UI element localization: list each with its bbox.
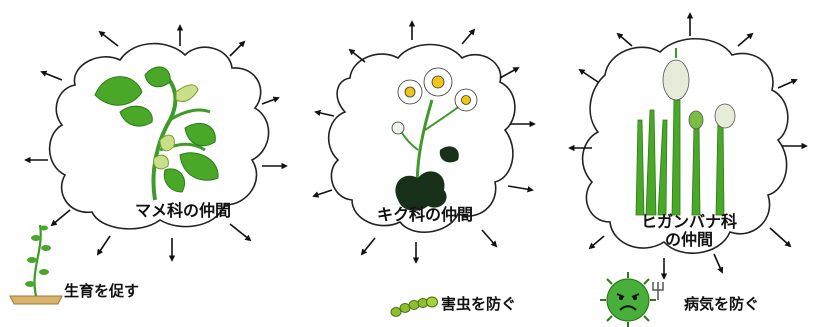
pest-effect-label: 害虫を防ぐ (441, 295, 517, 313)
amaryllis-arrows (568, 12, 808, 280)
onion-flower-heads (662, 48, 736, 130)
legume-arrows (24, 24, 288, 262)
growth-effect-label: 生育を促す (64, 282, 140, 300)
chrysanthemum-flower (391, 67, 478, 135)
amaryllis-label-line1: ヒガンバナ科 (640, 212, 737, 231)
onion-plant-icon (635, 48, 736, 216)
legume-group-label: マメ科の仲間 (134, 201, 231, 220)
amaryllis-cloud (581, 38, 789, 254)
germ-icon (600, 272, 664, 327)
legume-group (9, 24, 288, 305)
bean-plant-icon (94, 66, 219, 201)
amaryllis-group (568, 12, 808, 327)
caterpillar-icon (390, 296, 438, 317)
growth-sprout-icon (9, 224, 63, 305)
chrysanthemum-plant-icon (391, 67, 478, 211)
chrysanthemum-group-label: キク科の仲間 (376, 205, 473, 224)
chrysanthemum-arrows (312, 20, 536, 264)
chrysanthemum-group (312, 20, 536, 317)
amaryllis-group-label: ヒガンバナ科 の仲間 (626, 212, 752, 250)
amaryllis-label-line2: の仲間 (664, 230, 713, 250)
disease-effect-label: 病気を防ぐ (684, 295, 760, 313)
